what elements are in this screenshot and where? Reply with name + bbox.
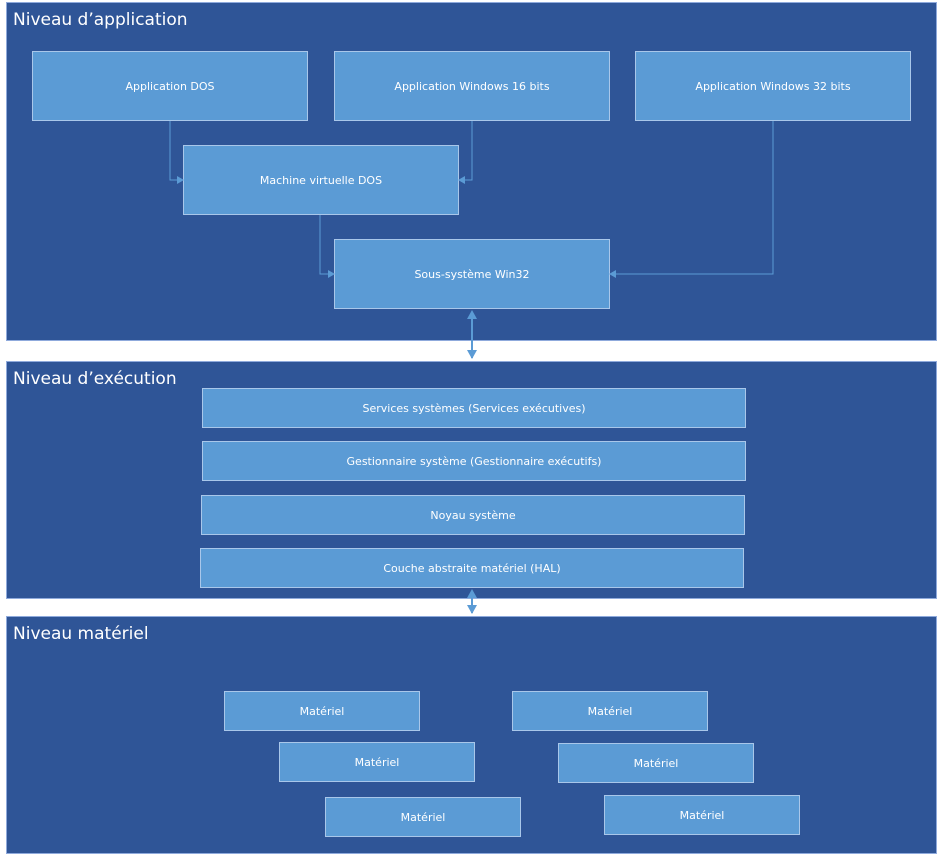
kernel-layer-box: Noyau système <box>201 495 745 535</box>
application-level-title: Niveau d’application <box>13 10 188 30</box>
hardware-level-title: Niveau matériel <box>13 624 149 644</box>
services-layer-box: Services systèmes (Services exécutives) <box>202 388 746 428</box>
app-win16-box: Application Windows 16 bits <box>334 51 610 121</box>
app-dos-box: Application DOS <box>32 51 308 121</box>
hardware-box: Matériel <box>604 795 800 835</box>
app-win32-box: Application Windows 32 bits <box>635 51 911 121</box>
hardware-box: Matériel <box>325 797 521 837</box>
hardware-box: Matériel <box>558 743 754 783</box>
hardware-box: Matériel <box>224 691 420 731</box>
dos-vm-box: Machine virtuelle DOS <box>183 145 459 215</box>
hardware-box: Matériel <box>279 742 475 782</box>
hardware-box: Matériel <box>512 691 708 731</box>
hal-layer-box: Couche abstraite matériel (HAL) <box>200 548 744 588</box>
execution-level-title: Niveau d’exécution <box>13 369 177 389</box>
manager-layer-box: Gestionnaire système (Gestionnaire exécu… <box>202 441 746 481</box>
win32-subsystem-box: Sous-système Win32 <box>334 239 610 309</box>
